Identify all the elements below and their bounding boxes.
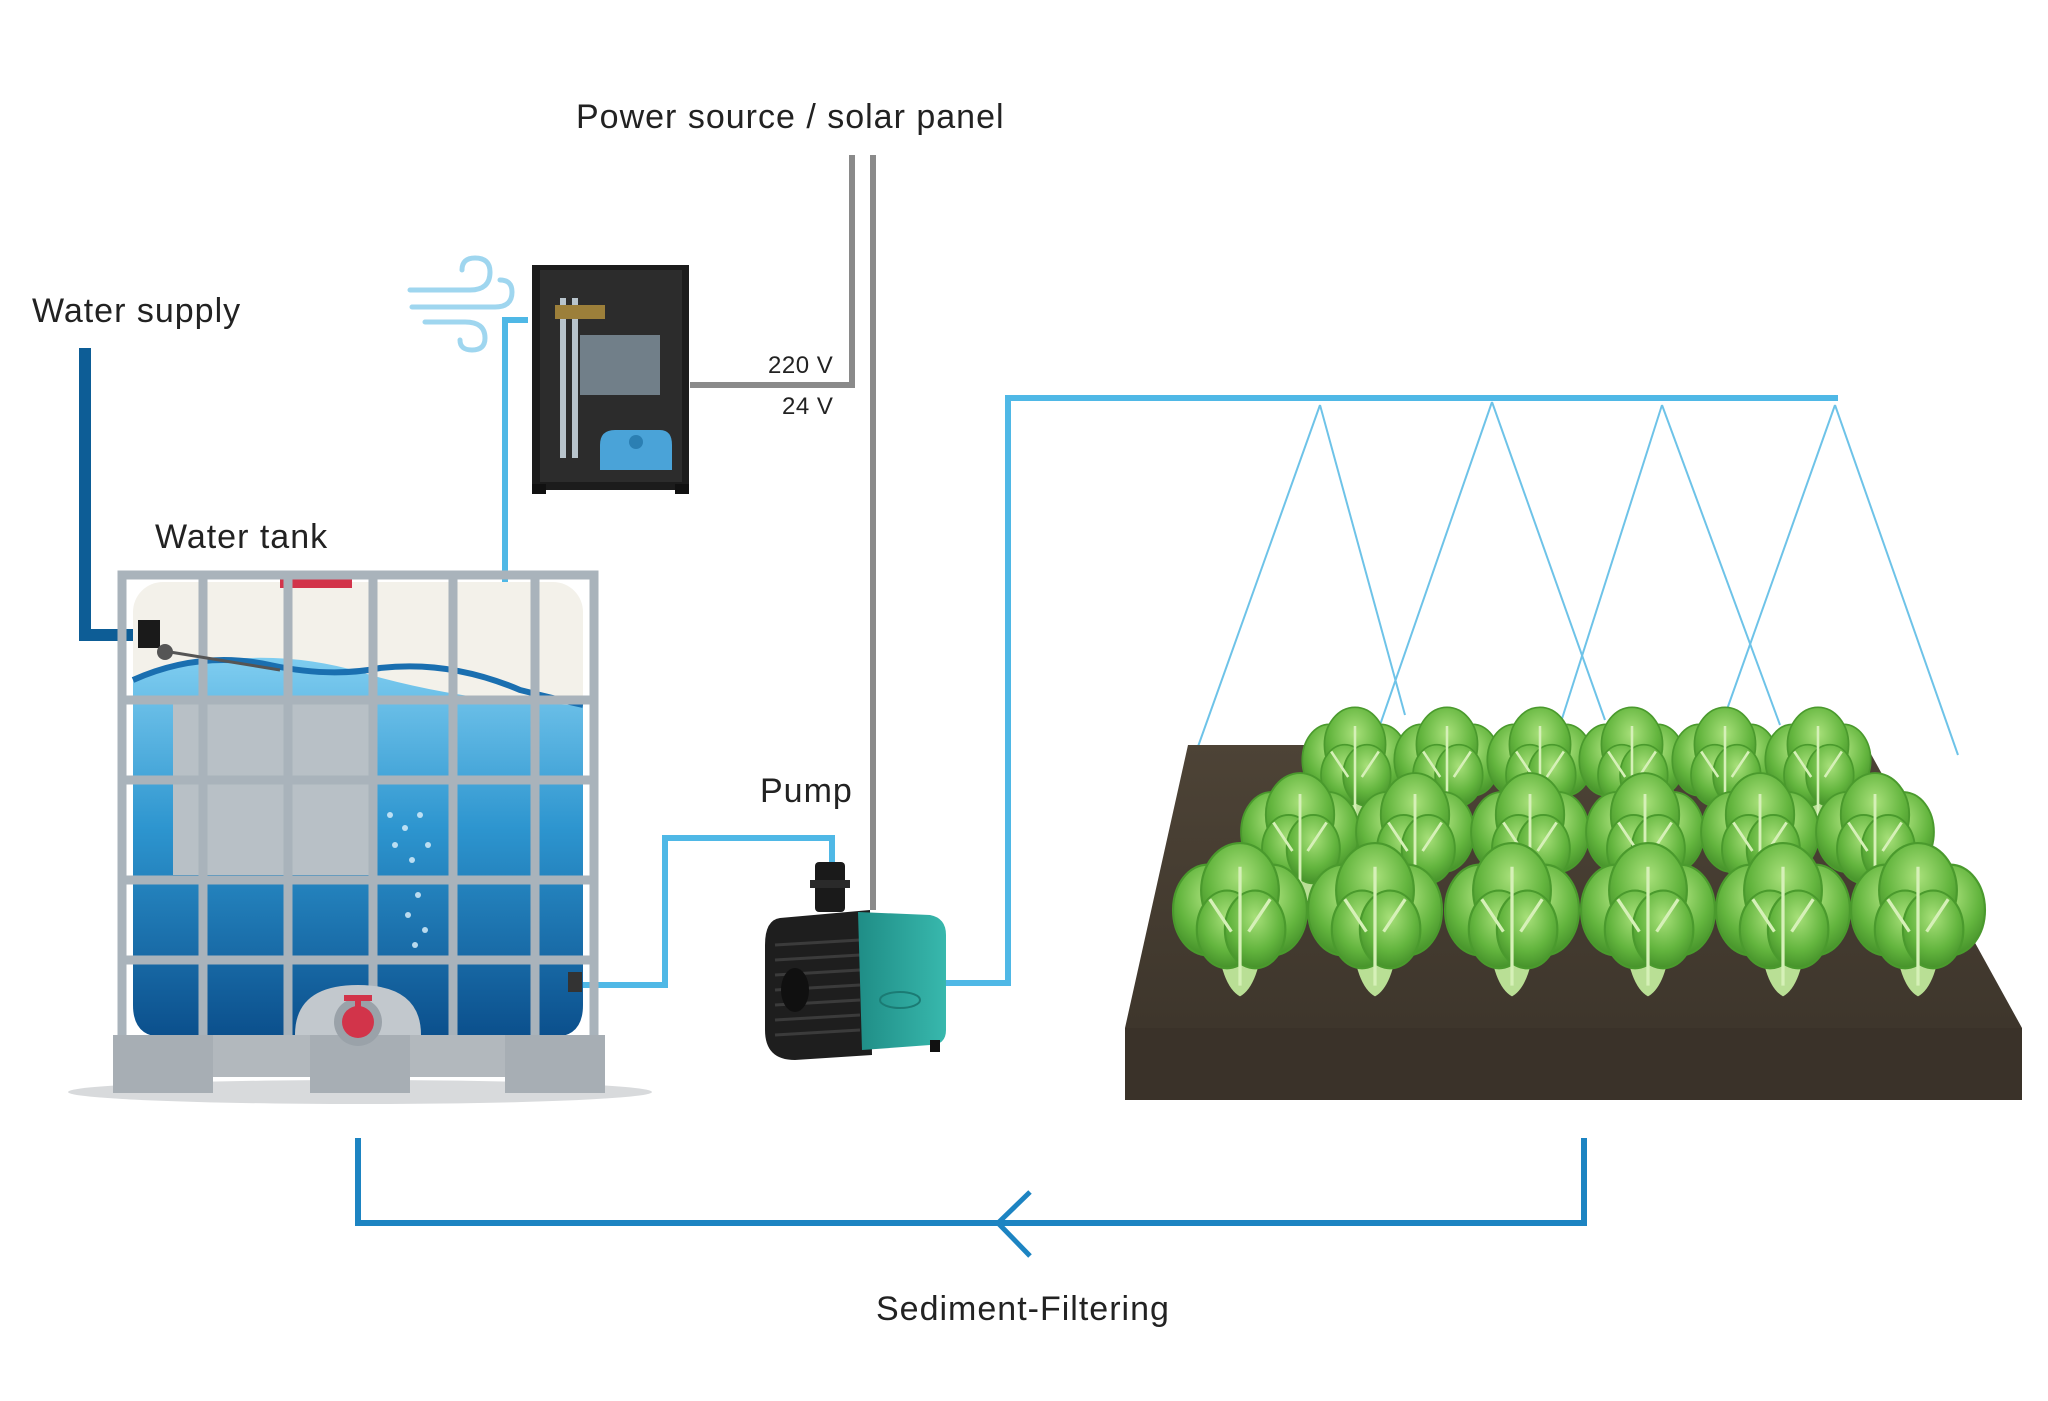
pump-label: Pump [760,772,853,810]
lettuce-icon [1671,706,1779,828]
float-switch-icon [138,620,281,672]
flow-arrow-icon [994,1190,1032,1258]
wind-icon [407,255,515,353]
water-tank-label: Water tank [155,518,329,556]
sprinkler-spray [1194,401,1959,756]
valve-icon [295,985,421,1046]
power-cable [690,155,876,910]
oxygen-box-icon [532,265,689,494]
lettuce-icon [1714,841,1852,997]
lettuce-field [1171,706,1987,997]
lettuce-icon [1579,841,1717,997]
return-pipe [355,1138,1587,1226]
lettuce-icon [1849,841,1987,997]
water-supply-label: Water supply [32,292,242,330]
lettuce-icon [1443,841,1581,997]
lettuce-icon [1355,772,1475,908]
lettuce-icon [1171,841,1309,997]
lettuce-icon [1301,706,1409,828]
lettuce-icon [1306,841,1444,997]
water-supply-pipe [79,348,140,641]
voltage-low-label: 24 V [782,393,834,420]
sediment-filtering-label: Sediment-Filtering [876,1290,1170,1328]
water-tank [68,570,652,1104]
voltage-high-label: 220 V [768,352,834,379]
pump-icon [765,862,946,1060]
power-source-label: Power source / solar panel [576,98,1005,136]
